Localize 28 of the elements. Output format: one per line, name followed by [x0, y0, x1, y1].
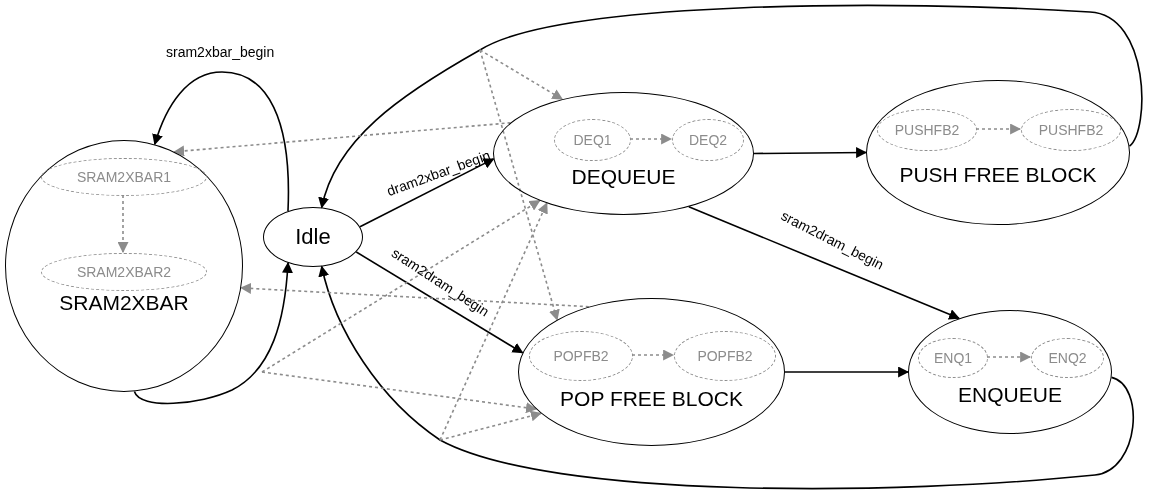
dashed-arrow [631, 349, 675, 361]
arrow [688, 206, 960, 320]
dashed-arrow [240, 282, 590, 308]
dashed-arrow [117, 194, 129, 254]
dashed-arrow [439, 410, 542, 441]
dashed-arrow [439, 202, 548, 441]
arrow [318, 265, 1135, 490]
arrow [355, 251, 524, 354]
dashed-arrow [479, 49, 560, 321]
state-title: SRAM2XBAR [59, 291, 189, 315]
state-title: POP FREE BLOCK [560, 387, 743, 411]
dashed-arrow [479, 49, 564, 100]
arrow [318, 4, 1143, 209]
arrow [784, 366, 910, 378]
state-title: PUSH FREE BLOCK [899, 163, 1097, 187]
arrow [133, 261, 293, 405]
arrow [152, 71, 290, 212]
state-title: ENQUEUE [958, 383, 1062, 407]
state-title: DEQUEUE [571, 165, 676, 189]
arrow [359, 158, 495, 228]
edge-label: sram2xbar_begin [166, 44, 275, 60]
dashed-arrow [629, 133, 673, 145]
dashed-arrow [986, 351, 1032, 363]
dashed-arrow [261, 199, 541, 373]
dashed-arrow [975, 123, 1022, 135]
dashed-arrow [173, 122, 512, 157]
dashed-arrow [261, 371, 537, 414]
arrow [753, 147, 868, 159]
